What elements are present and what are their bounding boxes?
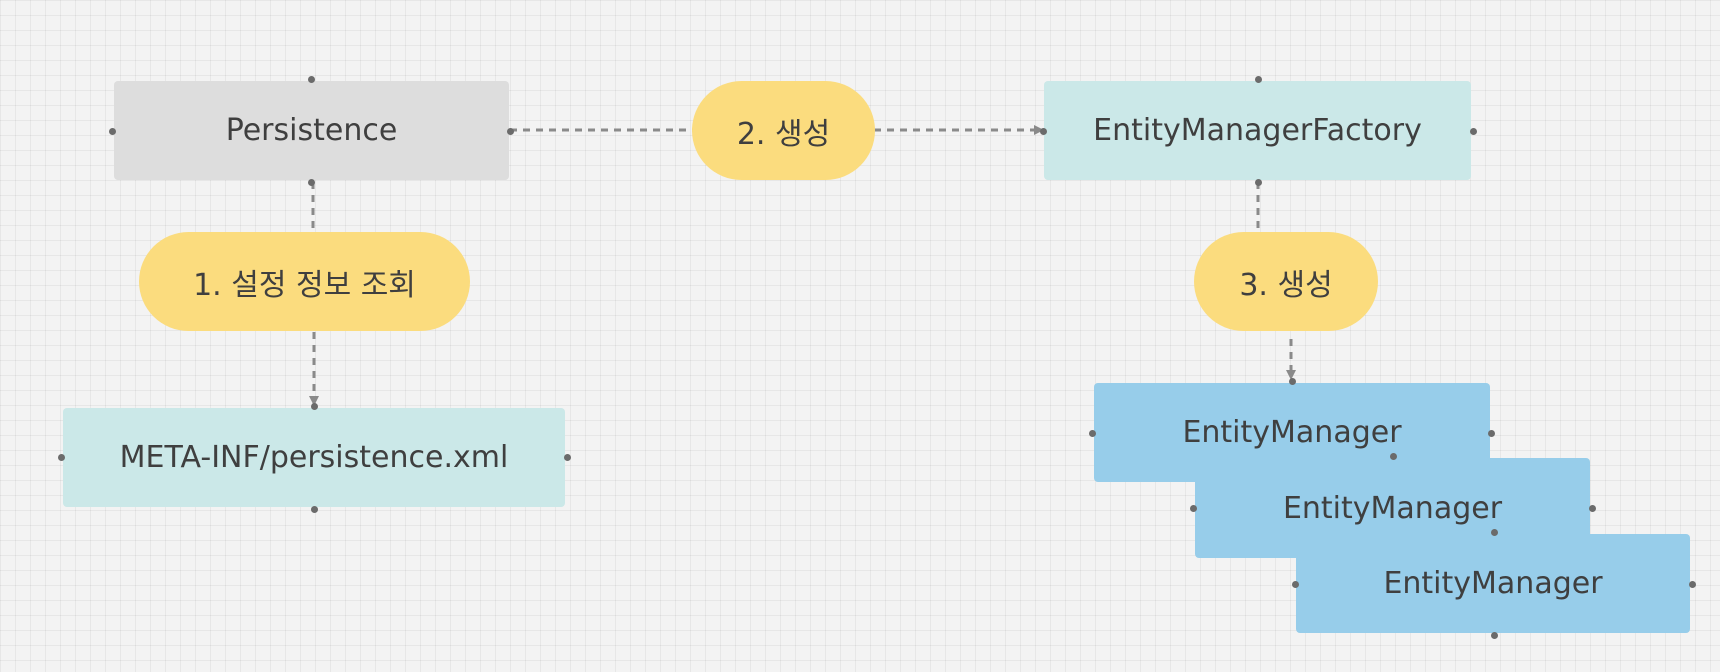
connection-handle[interactable]	[57, 453, 65, 461]
entity-manager-node[interactable]: EntityManager	[1296, 534, 1690, 633]
connection-handle[interactable]	[563, 453, 571, 461]
connection-handle[interactable]	[1254, 75, 1262, 83]
connection-handle[interactable]	[1490, 528, 1498, 536]
connection-handle[interactable]	[1389, 452, 1397, 460]
connection-handle[interactable]	[1588, 504, 1596, 512]
connection-handle[interactable]	[1254, 178, 1262, 186]
connection-handle[interactable]	[1688, 580, 1696, 588]
entity-manager-factory-node[interactable]: EntityManagerFactory	[1044, 81, 1471, 180]
connection-handle[interactable]	[1189, 504, 1197, 512]
persistence-xml-node[interactable]: META-INF/persistence.xml	[63, 408, 565, 507]
connection-handle[interactable]	[310, 402, 318, 410]
connection-handle[interactable]	[108, 127, 116, 135]
connection-handle[interactable]	[1088, 429, 1096, 437]
connection-handle[interactable]	[506, 127, 514, 135]
connection-handle[interactable]	[307, 178, 315, 186]
persistence-node[interactable]: Persistence	[114, 81, 509, 180]
connection-handle[interactable]	[1291, 580, 1299, 588]
step-3-label: 3. 생성	[1194, 232, 1378, 331]
connection-handle[interactable]	[1039, 127, 1047, 135]
connection-handle[interactable]	[1487, 429, 1495, 437]
step-1-label: 1. 설정 정보 조회	[139, 232, 470, 331]
connection-handle[interactable]	[1490, 631, 1498, 639]
connection-handle[interactable]	[307, 75, 315, 83]
connection-handle[interactable]	[310, 505, 318, 513]
connection-handle[interactable]	[1288, 377, 1296, 385]
step-2-label: 2. 생성	[692, 81, 875, 180]
connection-handle[interactable]	[1469, 127, 1477, 135]
